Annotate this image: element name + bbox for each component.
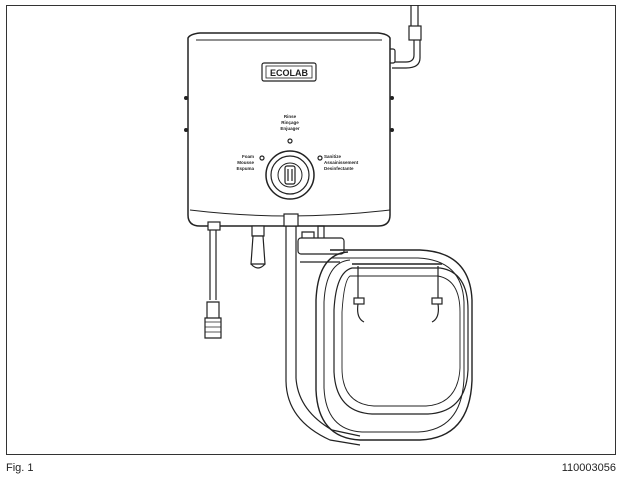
dial-right-label-1: Sanitize [324, 154, 342, 159]
dial-left-label-2: Mousse [237, 160, 254, 165]
selector-knob [284, 165, 296, 185]
figure-frame [6, 5, 616, 455]
figure-caption: Fig. 1 [6, 462, 34, 474]
hose-loop-inner [333, 267, 469, 415]
dial-top-label-3: Enjuager [280, 126, 300, 131]
dispenser-cabinet [187, 32, 391, 227]
figure-reference-number: 110003056 [561, 462, 616, 474]
valve-body [297, 237, 345, 255]
dial-right-label-2: Assainissement [324, 160, 359, 165]
dial-right-label-3: Desinfectante [324, 166, 354, 171]
hose-loop-outer [315, 249, 473, 441]
brand-logo: ECOLAB [270, 68, 309, 78]
dial-left-label-3: Espuma [236, 166, 254, 171]
dial-top-label-1: Rinse [284, 114, 297, 119]
dial-left-label-1: Foam [242, 154, 254, 159]
dial-top-label-2: Rinçage [281, 120, 299, 125]
inlet-pipe [410, 5, 419, 27]
